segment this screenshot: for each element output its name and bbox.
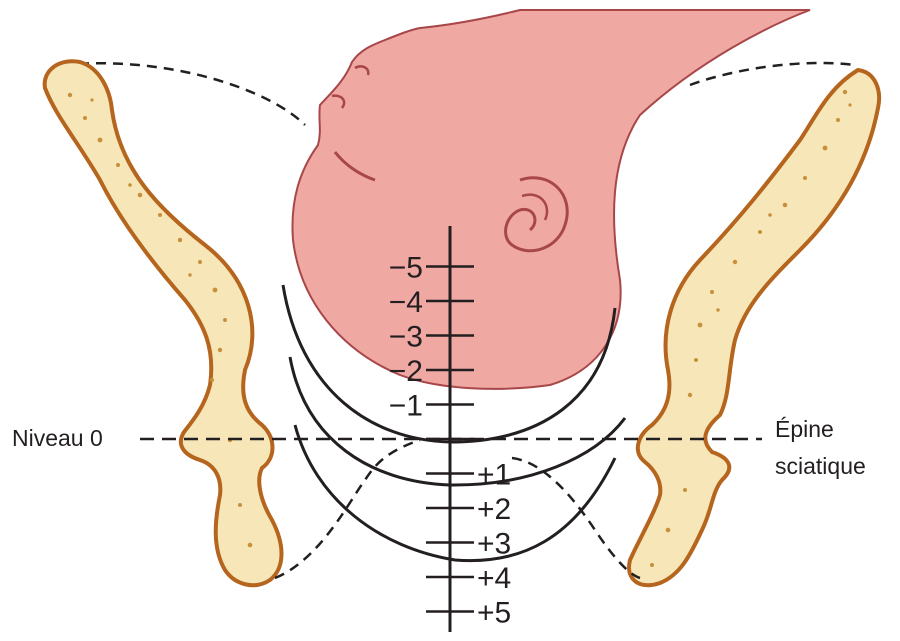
station-tick-label: +1 [477,459,511,492]
inlet-curve-right [690,63,855,85]
station-arc-3 [295,425,615,561]
station-tick-label: +5 [477,597,511,630]
station-tick-label: −4 [389,286,423,319]
station-tick-label: −3 [389,321,423,354]
station-tick-label: +4 [477,562,511,595]
sciatic-spine-label-line1: Épine [775,416,834,442]
level-zero-label: Niveau 0 [12,425,103,451]
station-tick-label: −5 [389,252,423,285]
station-tick-label: +3 [477,528,511,561]
sciatic-spine-label-line2: sciatique [775,453,866,479]
station-tick-label: +2 [477,493,511,526]
station-tick-label: −1 [389,390,423,423]
pelvic-bone-right [629,70,879,585]
station-tick-label: −2 [389,355,423,388]
pelvic-bone-left [45,61,282,585]
